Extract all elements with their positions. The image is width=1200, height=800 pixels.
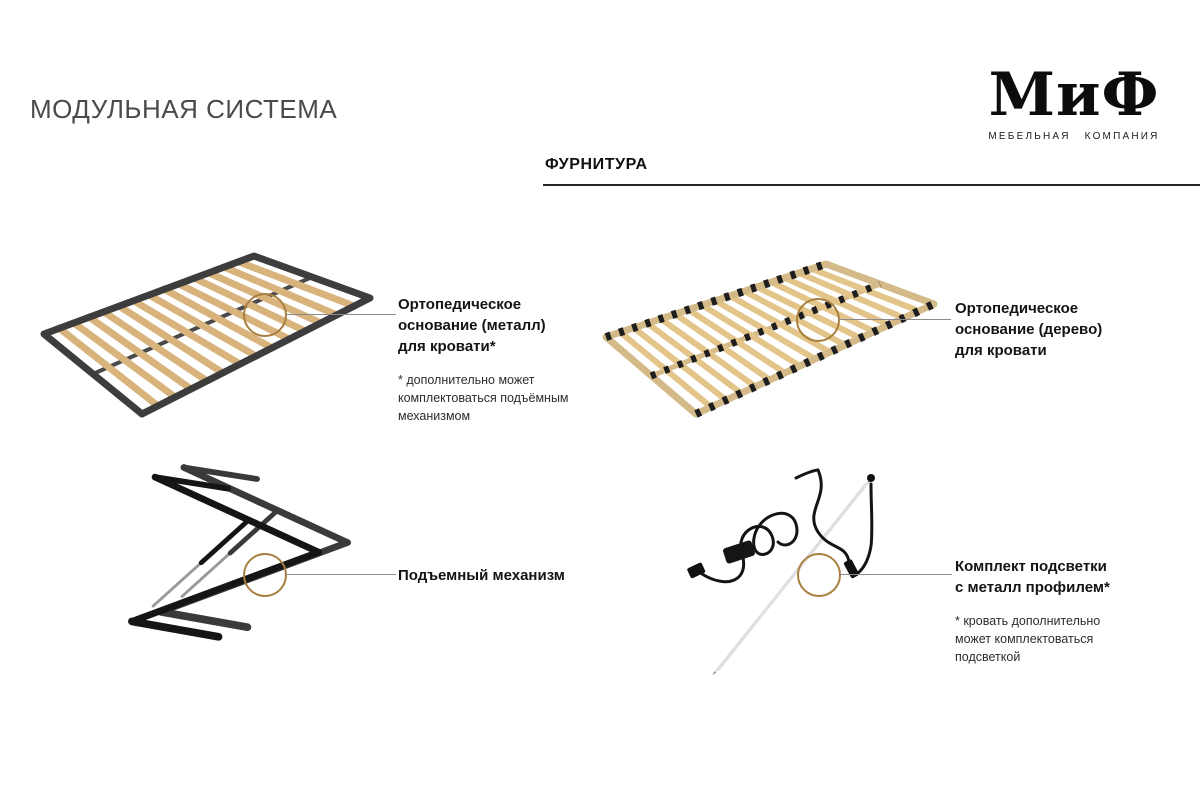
product-title: Комплект подсветки с металл профилем* [955,558,1110,596]
wooden-bed-base-image [602,260,938,418]
pointer-line [286,574,396,575]
product-item-metal-base: Ортопедическое основание (металл) для кр… [398,294,613,425]
pointer-line [840,574,952,575]
product-item-wood-base: Ортопедическое основание (дерево) для кр… [955,298,1170,361]
logo-subtitle: МЕБЕЛЬНАЯ КОМПАНИЯ [988,131,1160,142]
lift-mechanism-image [105,458,360,654]
highlight-circle [797,553,841,597]
lighting-kit-image [687,468,875,675]
section-title: ФУРНИТУРА [545,156,648,173]
company-logo: МиФ МЕБЕЛЬНАЯ КОМПАНИЯ [974,60,1174,143]
pointer-line [839,319,951,320]
product-title: Подъемный механизм [398,567,565,584]
product-note: * кровать дополнительно может комплектов… [955,614,1101,664]
product-item-light-kit: Комплект подсветки с металл профилем* * … [955,556,1170,666]
highlight-circle [796,298,840,342]
pointer-line [286,314,396,315]
product-note: * дополнительно может комплектоваться по… [398,373,569,423]
product-title: Ортопедическое основание (дерево) для кр… [955,300,1103,359]
page-title: МОДУЛЬНАЯ СИСТЕМА [30,94,338,124]
section-divider [543,184,1200,186]
metal-bed-base-image [40,252,374,418]
product-item-lift-mechanism: Подъемный механизм [398,565,613,586]
highlight-circle [243,293,287,337]
logo-wordmark: МиФ [988,60,1160,130]
highlight-circle [243,553,287,597]
product-title: Ортопедическое основание (металл) для кр… [398,296,546,355]
